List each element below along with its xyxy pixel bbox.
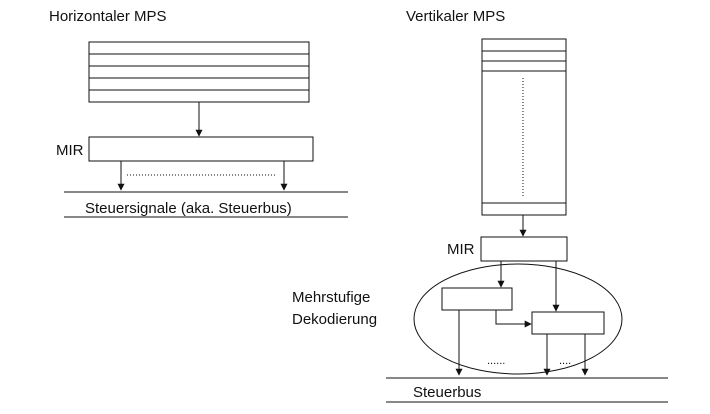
horizontal-control-store-box: [88, 41, 310, 103]
horizontal-control-store: [88, 41, 310, 103]
horizontal-mps: Horizontaler MPS MIR Steuersignale (aka.…: [49, 8, 348, 218]
horizontal-bus-label: Steuersignale (aka. Steuerbus): [85, 200, 292, 217]
vertical-mir-box: [480, 236, 568, 262]
decoder-1-box: [441, 287, 513, 311]
decoder1-to-decoder2-arrow: [495, 310, 532, 328]
horizontal-mir-label: MIR: [56, 142, 84, 159]
vertical-mps: Vertikaler MPS MIR Mehrstufige Dekodieru…: [292, 8, 668, 403]
vertical-dots-left: ......: [487, 355, 505, 367]
vertical-title: Vertikaler MPS: [406, 8, 505, 25]
horizontal-title: Horizontaler MPS: [49, 8, 167, 25]
decoding-ellipse: [413, 263, 623, 375]
horizontal-mir-box: [88, 136, 314, 162]
decoder-2-box: [531, 311, 605, 335]
vertical-control-store-box: [481, 38, 567, 216]
vertical-bus-label: Steuerbus: [413, 384, 481, 401]
decode-label-line2: Dekodierung: [292, 311, 377, 328]
vertical-dots-right: ....: [559, 355, 571, 367]
decode-label-line1: Mehrstufige: [292, 289, 370, 306]
vertical-mir-label: MIR: [447, 241, 475, 258]
vertical-control-store: [481, 38, 567, 216]
